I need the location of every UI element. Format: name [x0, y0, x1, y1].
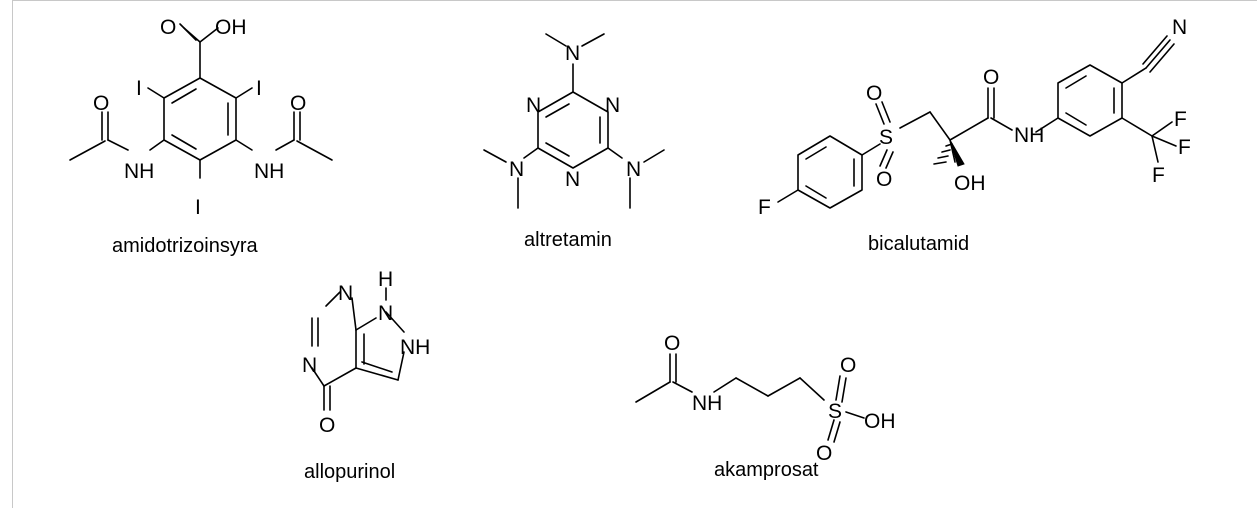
panel-border-left	[12, 0, 13, 508]
altretamin-ring-n-tl: N	[526, 94, 541, 117]
akamprosat-so-bottom: O	[816, 442, 832, 465]
bicalutamid-amide-o: O	[983, 66, 999, 89]
molecule-allopurinol: N N H N NH O allopurinol	[302, 268, 430, 483]
bicalutamid-oh: OH	[954, 172, 986, 195]
molecule-altretamin: N N N N N N altretamin	[483, 33, 665, 251]
bonds-amidotrizoinsyra	[69, 23, 333, 179]
bonds-altretamin	[483, 33, 665, 209]
bicalutamid-wedge-bond	[949, 139, 965, 167]
bicalutamid-fluoro: F	[758, 196, 771, 219]
altretamin-n-left: N	[509, 158, 524, 181]
allopurinol-nh-top: H	[378, 268, 393, 291]
altretamin-ring-n-b: N	[565, 168, 580, 191]
altretamin-caption: altretamin	[524, 229, 612, 251]
allopurinol-n-top-right: N	[378, 302, 393, 325]
amidotrizoinsyra-amide-o-right: O	[290, 92, 306, 115]
bonds-allopurinol	[311, 287, 405, 411]
akamprosat-oh: OH	[864, 410, 896, 433]
bicalutamid-hash-bond	[933, 143, 953, 165]
bicalutamid-nh: NH	[1014, 124, 1044, 147]
amidotrizoinsyra-iodo-right: I	[256, 77, 262, 100]
akamprosat-nh: NH	[692, 392, 722, 415]
amidotrizoinsyra-nh-left: NH	[124, 160, 154, 183]
altretamin-n-right: N	[626, 158, 641, 181]
molecule-akamprosat: O NH S O O OH akamprosat	[635, 332, 896, 481]
allopurinol-carbonyl-o: O	[319, 414, 335, 437]
bonds-akamprosat	[635, 353, 865, 443]
panel-border-top	[12, 0, 1257, 1]
altretamin-n-top: N	[565, 42, 580, 65]
amidotrizoinsyra-carbonyl-o: O	[160, 16, 176, 39]
amidotrizoinsyra-amide-o-left: O	[93, 92, 109, 115]
allopurinol-n-left: N	[302, 354, 317, 377]
akamprosat-carbonyl-o: O	[664, 332, 680, 355]
akamprosat-caption: akamprosat	[714, 459, 819, 481]
bicalutamid-nitrile-n: N	[1172, 16, 1187, 39]
amidotrizoinsyra-iodo-left: I	[136, 77, 142, 100]
molecule-bicalutamid: F S O O OH O NH N F F F bicalutamid	[758, 16, 1191, 255]
bicalutamid-cf3-f1: F	[1174, 108, 1187, 131]
bicalutamid-cf3-f3: F	[1152, 164, 1165, 187]
amidotrizoinsyra-iodo-bottom: I	[195, 196, 201, 219]
allopurinol-nh-right: NH	[400, 336, 430, 359]
bicalutamid-cf3-f2: F	[1178, 136, 1191, 159]
bicalutamid-so-top: O	[866, 82, 882, 105]
amidotrizoinsyra-caption: amidotrizoinsyra	[112, 235, 258, 257]
akamprosat-sulfur: S	[828, 400, 842, 423]
bicalutamid-caption: bicalutamid	[868, 233, 969, 255]
molecule-amidotrizoinsyra: O OH I I I O O NH NH amidotrizoinsyra	[69, 16, 333, 257]
allopurinol-n-top-left: N	[338, 282, 353, 305]
akamprosat-so-top: O	[840, 354, 856, 377]
allopurinol-caption: allopurinol	[304, 461, 395, 483]
altretamin-ring-n-tr: N	[605, 94, 620, 117]
bicalutamid-sulfur: S	[879, 126, 893, 149]
amidotrizoinsyra-acid-oh: OH	[215, 16, 247, 39]
amidotrizoinsyra-nh-right: NH	[254, 160, 284, 183]
bicalutamid-so-bottom: O	[876, 168, 892, 191]
